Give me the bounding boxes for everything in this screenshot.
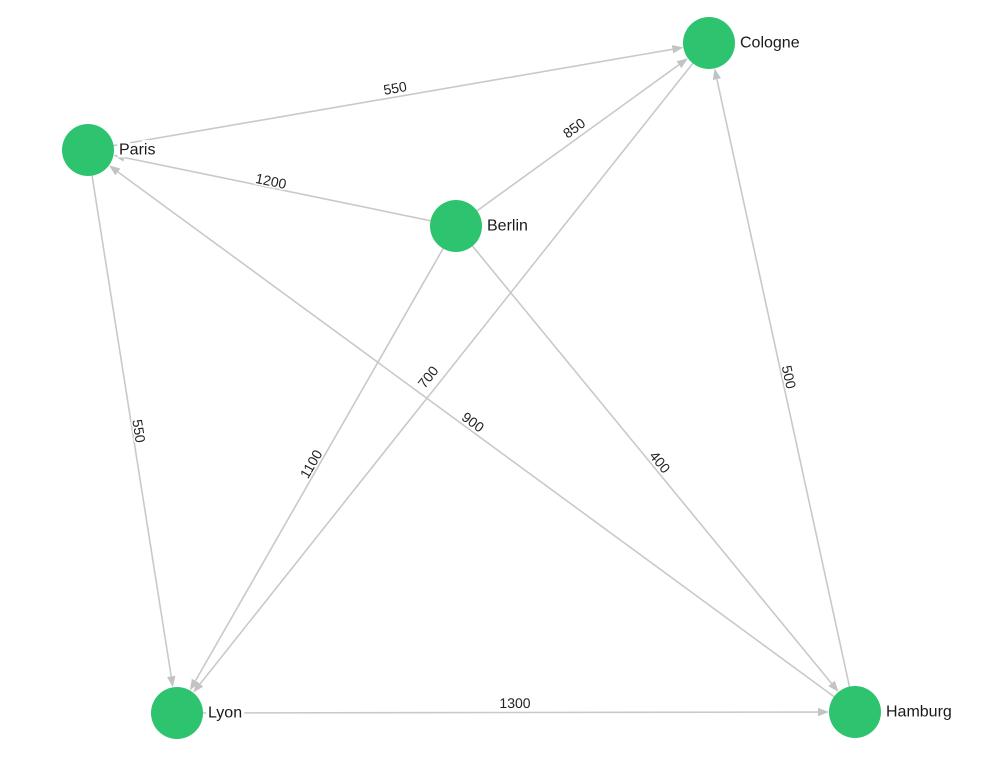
arrowhead-berlin-cologne-icon xyxy=(676,58,688,69)
arrowhead-hamburg-cologne-icon xyxy=(712,68,721,81)
edge-berlin-hamburg[interactable] xyxy=(455,225,833,684)
edge-label-berlin-hamburg: 400 xyxy=(646,448,673,476)
edge-berlin-paris[interactable] xyxy=(124,156,457,227)
node-label-paris: Paris xyxy=(119,142,155,159)
node-hamburg[interactable] xyxy=(829,686,881,738)
node-label-hamburg: Hamburg xyxy=(886,704,952,721)
node-label-lyon: Lyon xyxy=(208,705,242,722)
edge-label-hamburg-paris: 900 xyxy=(459,409,487,436)
node-lyon[interactable] xyxy=(151,687,203,739)
edge-cologne-lyon[interactable] xyxy=(199,42,710,685)
edge-label-cologne-lyon: 700 xyxy=(414,363,441,391)
arrowhead-berlin-lyon-icon xyxy=(189,678,200,691)
edge-hamburg-cologne[interactable] xyxy=(716,78,856,713)
edge-lyon-hamburg[interactable] xyxy=(176,711,819,714)
edge-label-berlin-paris: 1200 xyxy=(254,170,288,192)
edge-paris-lyon[interactable] xyxy=(87,149,173,677)
node-paris[interactable] xyxy=(62,124,114,176)
node-berlin[interactable] xyxy=(430,200,482,252)
arrowhead-berlin-hamburg-icon xyxy=(828,680,839,692)
arrowhead-lyon-hamburg-icon xyxy=(817,707,829,717)
edge-berlin-cologne[interactable] xyxy=(455,64,680,227)
node-label-cologne: Cologne xyxy=(740,35,800,52)
edge-paris-cologne[interactable] xyxy=(87,48,673,151)
edge-label-paris-cologne: 550 xyxy=(382,78,408,98)
node-label-berlin: Berlin xyxy=(487,218,528,235)
arrowhead-cologne-lyon-icon xyxy=(193,681,204,693)
edge-label-berlin-lyon: 1100 xyxy=(297,447,326,481)
arrowhead-berlin-paris-icon xyxy=(113,153,126,162)
arrowhead-hamburg-paris-icon xyxy=(108,165,121,176)
edge-label-hamburg-cologne: 500 xyxy=(779,364,800,390)
arrowhead-paris-lyon-icon xyxy=(167,675,176,688)
edge-hamburg-paris[interactable] xyxy=(117,171,856,713)
edge-berlin-lyon[interactable] xyxy=(194,225,457,682)
edge-label-paris-lyon: 550 xyxy=(129,418,148,444)
arrowhead-paris-cologne-icon xyxy=(671,45,684,54)
edge-label-berlin-cologne: 850 xyxy=(560,115,588,142)
node-cologne[interactable] xyxy=(683,17,735,69)
edge-label-lyon-hamburg: 1300 xyxy=(499,695,530,711)
